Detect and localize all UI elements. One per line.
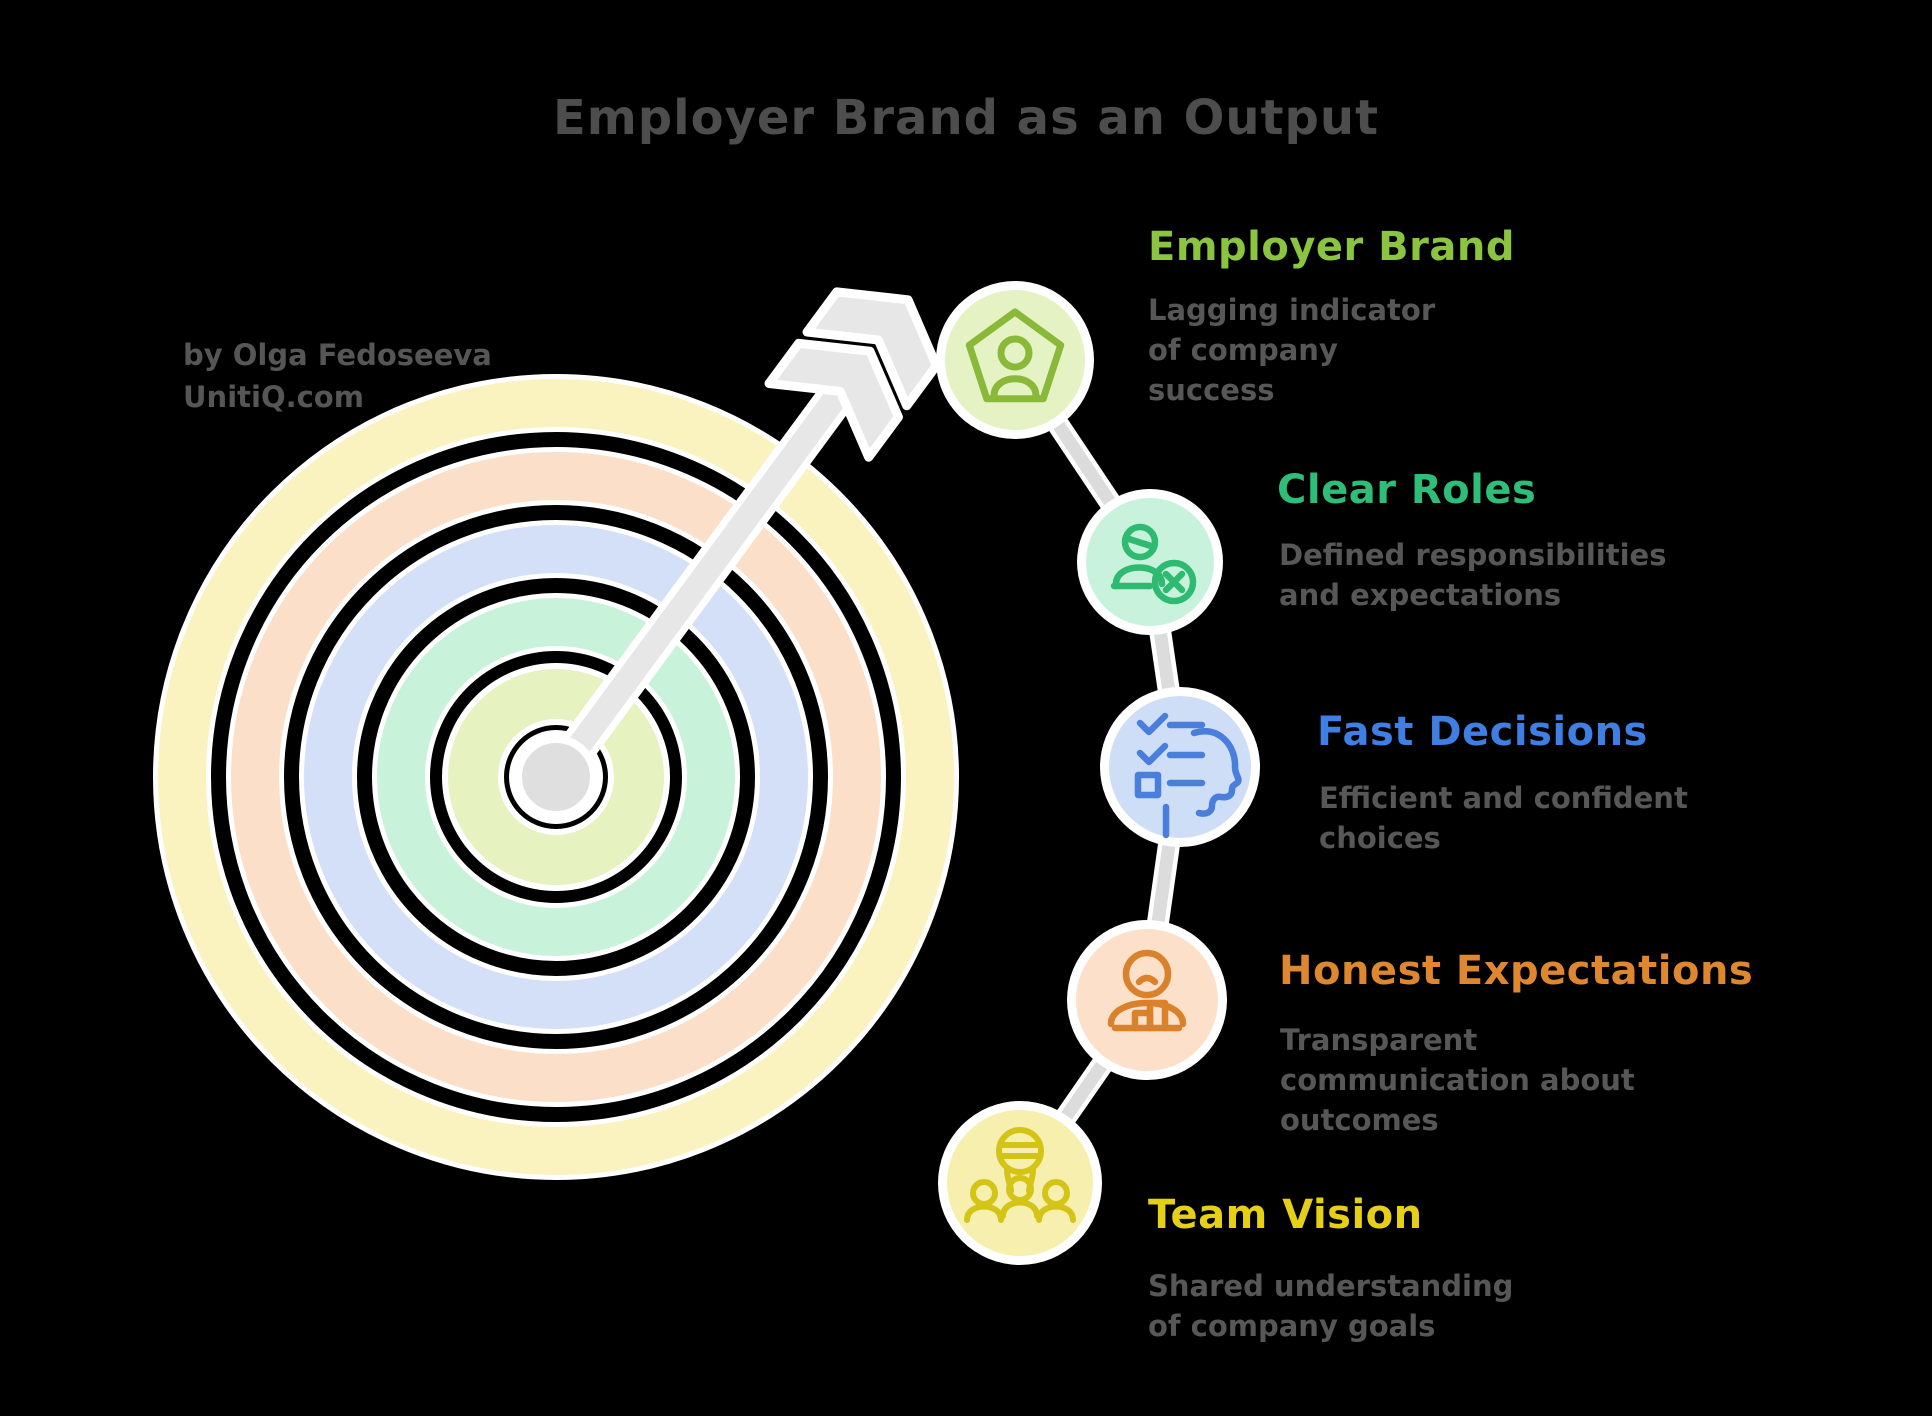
node-label-clear-roles: Clear Roles (1277, 467, 1537, 513)
target-ring-yellow (158, 379, 954, 1175)
node-description-honest-expectations: Transparent communication about outcomes (1280, 1023, 1635, 1138)
node-circle (945, 290, 1085, 430)
attribution-author: by Olga Fedoseeva (183, 338, 492, 372)
arrow (514, 287, 941, 819)
pentagon-user-icon (965, 308, 1065, 403)
node-description-fast-decisions: Efficient and confident choices (1319, 781, 1688, 856)
node-circle (947, 1110, 1093, 1256)
node-employer-brand (936, 281, 1094, 439)
target-ring-blue (304, 525, 808, 1029)
attribution: by Olga Fedoseeva UnitiQ.com (183, 334, 492, 418)
node-team-vision (938, 1101, 1102, 1265)
page-title: Employer Brand as an Output (552, 90, 1380, 146)
target-ring-peach (231, 452, 881, 1102)
checklist-head-icon (1134, 712, 1242, 839)
user-remove-icon (1110, 523, 1197, 605)
node-description-clear-roles: Defined responsibilities and expectation… (1279, 538, 1667, 613)
arrow-tip-pin (514, 735, 598, 819)
attribution-site: UnitiQ.com (183, 380, 364, 415)
node-clear-roles (1077, 489, 1223, 635)
team-idea-icon (964, 1127, 1076, 1223)
node-honest-expectations (1067, 920, 1227, 1080)
node-fast-decisions (1100, 687, 1260, 847)
node-description-team-vision: Shared understanding of company goals (1148, 1269, 1514, 1344)
node-label-team-vision: Team Vision (1148, 1192, 1423, 1238)
target-ring-mint (377, 598, 735, 956)
target-ring-green (448, 669, 664, 885)
node-description-employer-brand: Lagging indicator of company success (1148, 293, 1436, 408)
node-label-fast-decisions: Fast Decisions (1317, 709, 1648, 755)
arrow-shaft (544, 373, 857, 789)
node-circle (1109, 696, 1251, 838)
user-chart-icon (1107, 949, 1187, 1032)
node-label-employer-brand: Employer Brand (1148, 224, 1515, 270)
arrow-feather-inner (764, 338, 903, 462)
node-circle (1086, 498, 1214, 626)
arrow-fletching (764, 287, 941, 462)
node-label-honest-expectations: Honest Expectations (1279, 948, 1754, 994)
